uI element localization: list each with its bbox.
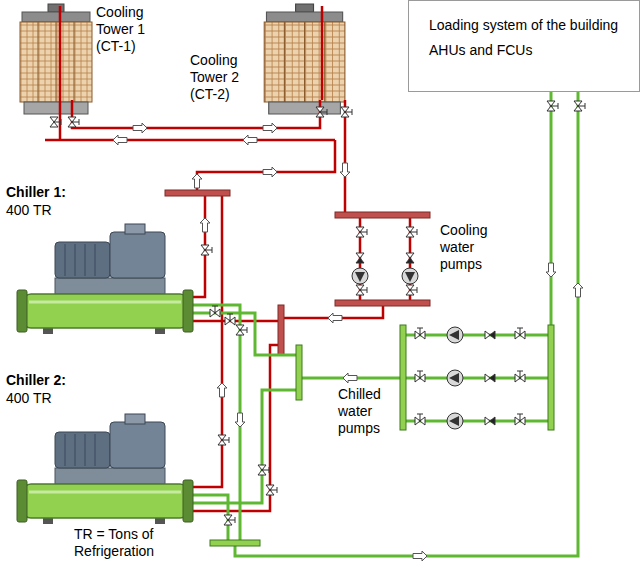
box-text: AHUs and FCUs [429, 42, 619, 59]
flow-arrow [192, 174, 202, 188]
flow-arrow [546, 263, 556, 277]
valve [50, 101, 585, 525]
condenser-water-pipes [72, 100, 320, 128]
valve [266, 485, 277, 495]
flow-arrow [263, 167, 277, 177]
valve [415, 328, 425, 339]
flow-arrow [243, 135, 257, 145]
system-box: Loading system of the buildingAHUs and F… [408, 0, 640, 92]
valve [415, 371, 425, 382]
condenser-water-pipes [45, 139, 335, 142]
valve [50, 117, 61, 127]
cooling-tower [20, 4, 345, 114]
cooling-tower [264, 4, 345, 114]
flow-arrow [413, 551, 427, 561]
valve [356, 285, 367, 295]
flow-arrow [113, 123, 583, 561]
valve [68, 117, 79, 127]
equipment-title: Chiller 2: [6, 372, 126, 389]
chilled-water-pipes [235, 80, 578, 556]
valve [201, 245, 212, 255]
pipe-header [335, 300, 430, 306]
cooling-tower [20, 4, 92, 114]
valve [210, 306, 220, 317]
valve [258, 465, 269, 475]
check-valve [485, 331, 495, 339]
valve [218, 435, 229, 445]
flow-arrow [113, 135, 127, 145]
pump-symbol [352, 268, 368, 284]
flow-arrow [217, 383, 227, 397]
equipment-label: 400 TR [6, 390, 126, 407]
flow-arrow [573, 283, 583, 297]
condenser-water-pipes [193, 345, 278, 511]
pump-symbol [447, 327, 463, 343]
check-valve [406, 253, 414, 263]
valve [515, 414, 525, 425]
pipe-header [400, 325, 406, 430]
valve [547, 101, 558, 111]
flow-arrow [263, 123, 277, 133]
box-text: Loading system of the building [429, 17, 619, 34]
valve [236, 325, 247, 335]
pipe-header [210, 325, 554, 546]
pipe-header [165, 190, 230, 196]
valve [225, 314, 235, 325]
chiller [17, 224, 193, 334]
flow-arrow [340, 163, 350, 177]
pump-symbol [447, 370, 463, 386]
condenser-water-pipes [321, 6, 324, 100]
check-valve [356, 253, 364, 263]
equipment-label: TR = Tons of Refrigeration [74, 526, 196, 560]
check-valve [485, 374, 495, 382]
pump-symbol [402, 268, 418, 284]
equipment-label: 400 TR [6, 202, 126, 219]
chilled-water-pipes [193, 313, 296, 355]
flow-arrow [343, 373, 357, 383]
flow-arrow [328, 313, 342, 323]
pipe-header [210, 540, 260, 546]
valve [356, 227, 367, 237]
chilled-water-pipes [193, 80, 578, 556]
condenser-water-pipes [193, 196, 222, 487]
valve [574, 101, 585, 111]
flow-arrow [133, 123, 147, 133]
equipment-title: Chiller 1: [6, 184, 126, 201]
chilled-water-pipes [193, 390, 296, 503]
chiller [17, 414, 193, 524]
valve [515, 328, 525, 339]
pipe-header [296, 345, 302, 400]
equipment-label: Chilled water pumps [338, 386, 396, 437]
pipe-header [335, 212, 430, 218]
pump-symbol [447, 413, 463, 429]
chilled-water-pipes [550, 80, 553, 325]
equipment-label: Cooling Tower 1 (CT-1) [96, 4, 168, 55]
pipe-header [548, 325, 554, 430]
chilled-water-pipes [406, 335, 548, 421]
flow-arrow [235, 413, 245, 427]
condenser-water-pipes [197, 140, 335, 190]
valve [415, 414, 425, 425]
check-valve [485, 417, 495, 425]
valve [515, 371, 525, 382]
valve [406, 285, 417, 295]
flow-arrow [200, 218, 210, 232]
pipe-header [278, 305, 284, 355]
valve [224, 515, 235, 525]
valve [406, 227, 417, 237]
valve [341, 107, 352, 117]
equipment-label: Cooling Tower 2 (CT-2) [190, 52, 260, 103]
chilled-water-pipes [193, 305, 240, 540]
valve [316, 107, 327, 117]
equipment-label: Cooling water pumps [440, 222, 512, 273]
pipe-header [165, 190, 430, 355]
